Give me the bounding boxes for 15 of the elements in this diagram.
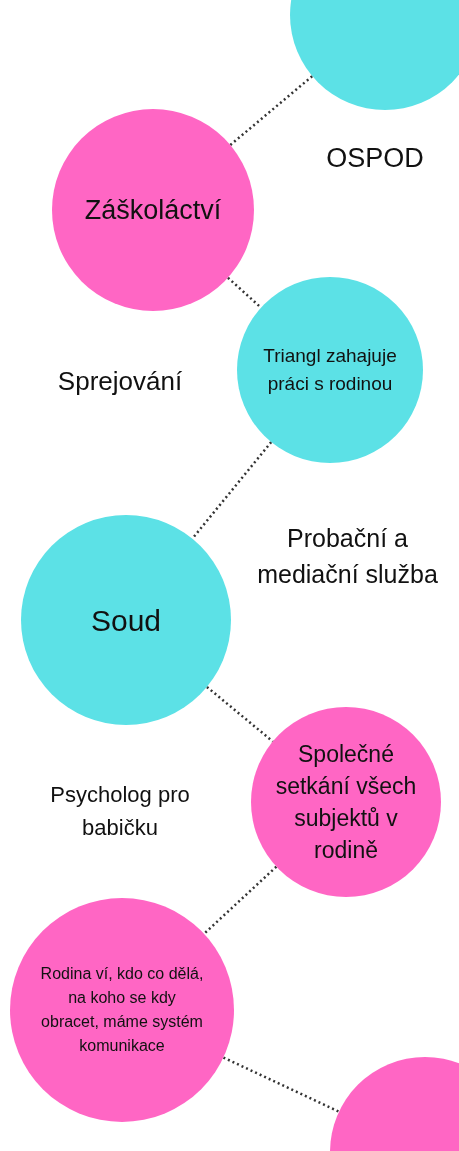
dotted-connector (227, 276, 262, 309)
label-text: Psycholog pro babičku (49, 781, 191, 842)
dotted-connector (222, 1056, 340, 1113)
label-text: Probační a mediační služba (256, 523, 439, 591)
node-text: Společné setkání všech subjektů v rodině (274, 739, 418, 866)
node-text: Soud (90, 602, 162, 639)
dotted-connector (191, 441, 273, 540)
dotted-connector (203, 865, 278, 935)
dotted-connector (206, 685, 274, 743)
node-text: Triangl zahajuje práci s rodinou (262, 344, 398, 396)
label-text: Sprejování (56, 365, 184, 398)
label-text: OSPOD (325, 142, 425, 175)
node-text: Rodina ví, kdo co dělá, na koho se kdy obracet, máme systém komunikace (39, 964, 205, 1056)
dotted-connector (229, 75, 314, 146)
node-text: Záškoláctví (84, 193, 222, 227)
